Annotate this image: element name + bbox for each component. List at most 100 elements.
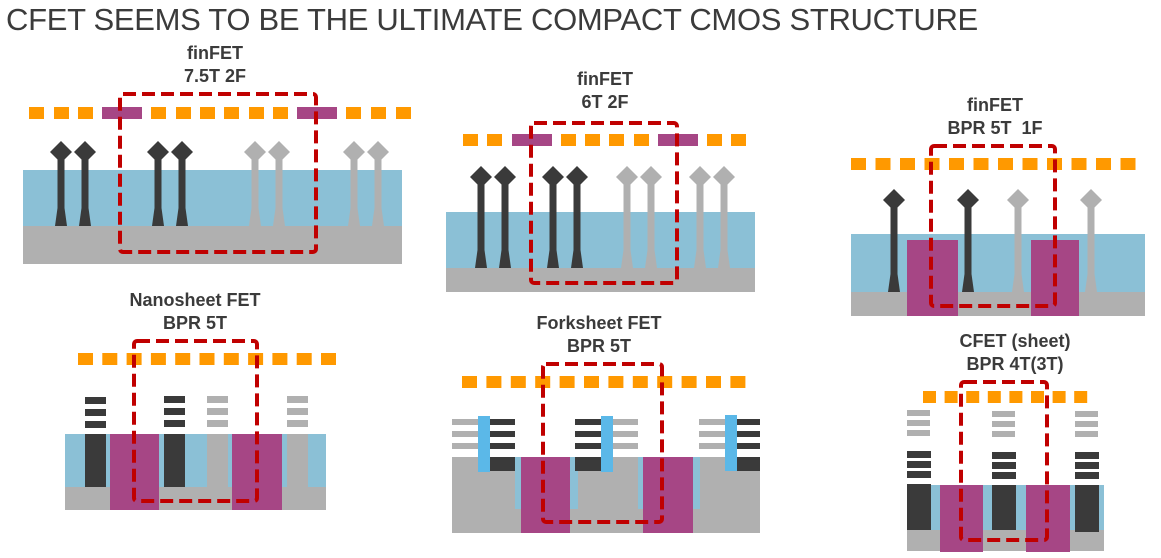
fin-base (571, 250, 583, 268)
forksheet-dielectric-wall (601, 416, 613, 472)
nfet-sheet-stack-base (164, 434, 185, 487)
metal-track-segment (634, 134, 649, 146)
metal-track-segment (396, 107, 411, 119)
nanosheet (699, 431, 726, 437)
metal-track-segment (561, 134, 576, 146)
nanosheet (907, 430, 930, 436)
metal-track-segment (1009, 391, 1023, 403)
nanosheet (164, 420, 185, 427)
nfet-sheet-stack-base (489, 457, 515, 471)
fin-base (694, 250, 706, 268)
panel-label-finfet-7-5t-2f: finFET 7.5T 2F (120, 42, 310, 88)
nanosheet (452, 419, 479, 425)
metal-track-segment (1052, 391, 1066, 403)
power-rail-segment (102, 107, 142, 119)
metal-track-segment (223, 353, 239, 365)
metal-track-segment (851, 158, 866, 170)
fin-stem (275, 152, 283, 212)
fin-base (273, 208, 285, 226)
nanosheet (613, 443, 638, 449)
fin-base (348, 208, 360, 226)
device-name: finFET (577, 69, 633, 89)
cell-boundary (132, 339, 259, 503)
substrate (907, 530, 1104, 551)
nanosheet (575, 443, 602, 449)
shallow-trench-oxide (446, 212, 755, 268)
pfet-sheet-stack-base (287, 434, 308, 487)
fin-base (888, 274, 900, 292)
device-name: Forksheet FET (536, 313, 662, 333)
nanosheet (992, 452, 1016, 459)
metal-track-segment (78, 107, 93, 119)
fin-stem (81, 152, 89, 212)
device-name: finFET (967, 95, 1023, 115)
nanosheet (287, 420, 308, 427)
shallow-trench-oxide (23, 170, 402, 226)
shallow-trench-oxide (692, 457, 700, 509)
nanosheet (1075, 472, 1099, 479)
metal-track-segment (249, 107, 264, 119)
fin-stem (154, 152, 162, 212)
nanosheet (992, 472, 1016, 479)
metal-track-segment (175, 353, 191, 365)
nanosheet (164, 396, 185, 403)
fin-stem (964, 200, 972, 278)
fin-base (645, 250, 657, 268)
metal-track-segment (657, 376, 673, 388)
nanosheet (1075, 421, 1098, 427)
nanosheet (699, 443, 726, 449)
nanosheet (164, 408, 185, 415)
slide-title: CFET SEEMS TO BE THE ULTIMATE COMPACT CM… (6, 2, 978, 37)
metal-track-segment (321, 353, 336, 365)
cell-boundary (929, 144, 1057, 308)
panel-finfet-6t-2f (446, 121, 755, 292)
metal-track-segment (29, 107, 44, 119)
cfet-stack-base (992, 485, 1016, 530)
device-name: Nanosheet FET (129, 290, 261, 310)
cell-boundary (959, 380, 1049, 542)
fin-stem (890, 200, 898, 278)
nanosheet (575, 431, 602, 437)
metal-track-segment (510, 376, 526, 388)
fin-base (79, 208, 91, 226)
metal-track-segment (296, 353, 312, 365)
cell-boundary (118, 92, 318, 254)
nfet-sheet-stack-base (737, 457, 760, 471)
fin-base (249, 208, 261, 226)
cell-spec: BPR 5T (162, 313, 227, 333)
shallow-trench-oxide (638, 457, 646, 509)
cell-spec: BPR 4T(3T) (966, 354, 1064, 374)
metal-track-segment (609, 134, 624, 146)
metal-track-segment (371, 107, 386, 119)
metal-track-segment (462, 376, 477, 388)
fin-base (372, 208, 384, 226)
metal-track-segment (584, 376, 599, 388)
nanosheet (992, 462, 1016, 469)
metal-track-segment (944, 391, 958, 403)
nanosheet (613, 419, 638, 425)
metal-track-segment (998, 158, 1013, 170)
cell-boundary (529, 121, 679, 285)
nanosheet (737, 419, 760, 425)
fin-stem (178, 152, 186, 212)
fin-base (176, 208, 188, 226)
metal-track-segment (707, 134, 722, 146)
metal-track-segment (973, 158, 989, 170)
panel-label-cfet-sheet-bpr-4t: CFET (sheet) BPR 4T(3T) (910, 330, 1120, 376)
nanosheet (737, 431, 760, 437)
fin-stem (251, 152, 259, 212)
fin-stem (720, 177, 728, 254)
nanosheet (613, 431, 638, 437)
fin-base (718, 250, 730, 268)
panel-label-finfet-bpr-5t-1f: finFET BPR 5T 1F (900, 94, 1090, 140)
panel-forksheet-bpr-5t (452, 362, 760, 533)
nanosheet (489, 419, 515, 425)
substrate (446, 268, 755, 292)
nanosheet (207, 408, 228, 415)
shallow-trench-oxide (570, 457, 578, 509)
metal-track-segment (681, 376, 697, 388)
nanosheet (1075, 431, 1098, 437)
nanosheet (85, 421, 106, 428)
panel-label-forksheet-bpr-5t: Forksheet FET BPR 5T (494, 312, 704, 358)
panel-finfet-bpr-5t-1f (851, 144, 1145, 316)
